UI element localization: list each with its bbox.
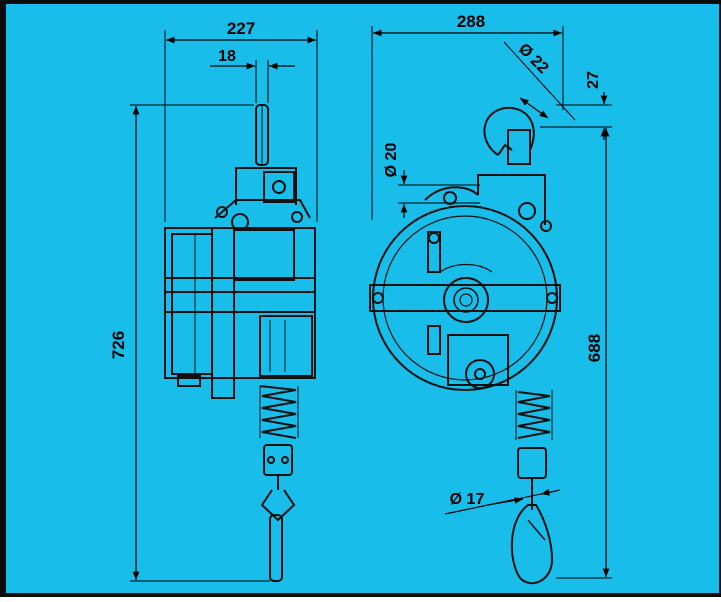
side-spring	[259, 385, 299, 439]
dim-label-18: 18	[218, 48, 236, 65]
front-band	[369, 284, 561, 312]
side-hook-shank	[269, 514, 283, 582]
front-top-bolt	[518, 202, 536, 220]
dim-label-17: Ø 17	[450, 491, 485, 508]
front-lock-lower	[427, 325, 441, 355]
dim-line-22	[519, 97, 549, 119]
front-hook	[483, 106, 535, 156]
side-bolt-right	[291, 211, 303, 223]
side-foot	[177, 375, 201, 387]
side-hook-eye	[260, 489, 296, 522]
dim-line-22-guide	[503, 41, 576, 121]
side-bolt-left	[216, 206, 228, 218]
side-upper-panel	[233, 229, 295, 281]
front-side-bolt	[540, 220, 552, 232]
dim-label-20: Ø 20	[383, 143, 400, 178]
side-lower-panel	[259, 315, 313, 377]
side-dimensions	[130, 30, 318, 582]
front-lower-wheel	[465, 359, 495, 389]
front-view	[369, 106, 561, 585]
front-hub	[443, 277, 489, 323]
front-spring	[515, 390, 553, 440]
side-hanger-block	[263, 171, 295, 203]
front-lower-mechanism	[447, 334, 509, 386]
side-housing	[164, 227, 316, 379]
dim-label-688: 688	[585, 334, 604, 362]
front-top-lug	[424, 186, 479, 201]
front-dimensions	[371, 26, 612, 579]
dim-label-726: 726	[109, 331, 128, 359]
drawing-background	[6, 4, 719, 593]
side-view	[164, 104, 316, 582]
front-hook-tip	[497, 143, 513, 156]
dim-label-227: 227	[227, 19, 255, 38]
dim-label-27: 27	[585, 71, 602, 89]
dim-label-288: 288	[457, 12, 485, 31]
side-hanger-bracket	[235, 167, 297, 205]
front-carabiner	[510, 504, 554, 585]
front-hook-shank	[507, 129, 531, 165]
